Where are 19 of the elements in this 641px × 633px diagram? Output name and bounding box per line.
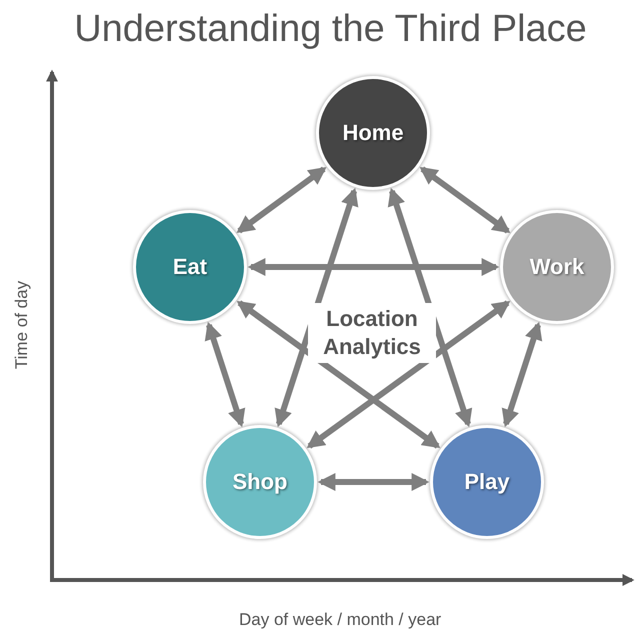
double-arrow xyxy=(236,300,441,449)
center-label: Location Analytics xyxy=(308,303,436,363)
double-arrow xyxy=(317,473,430,491)
title: Understanding the Third Place xyxy=(73,8,588,51)
double-arrow xyxy=(274,188,358,428)
double-arrow xyxy=(306,300,511,449)
double-arrow xyxy=(236,166,327,234)
place-label: Home xyxy=(342,120,404,146)
place-label: Work xyxy=(530,254,584,280)
axis-label: Day of week / month / year xyxy=(239,610,442,630)
double-arrow xyxy=(419,166,511,234)
double-arrow xyxy=(204,322,246,428)
place-label: Shop xyxy=(232,469,288,495)
place-label: Play xyxy=(464,469,510,495)
double-arrow xyxy=(388,188,472,428)
double-arrow xyxy=(502,322,542,428)
axis-label: Time of day xyxy=(12,280,32,370)
double-arrow xyxy=(247,258,500,276)
place-label: Eat xyxy=(172,254,208,280)
